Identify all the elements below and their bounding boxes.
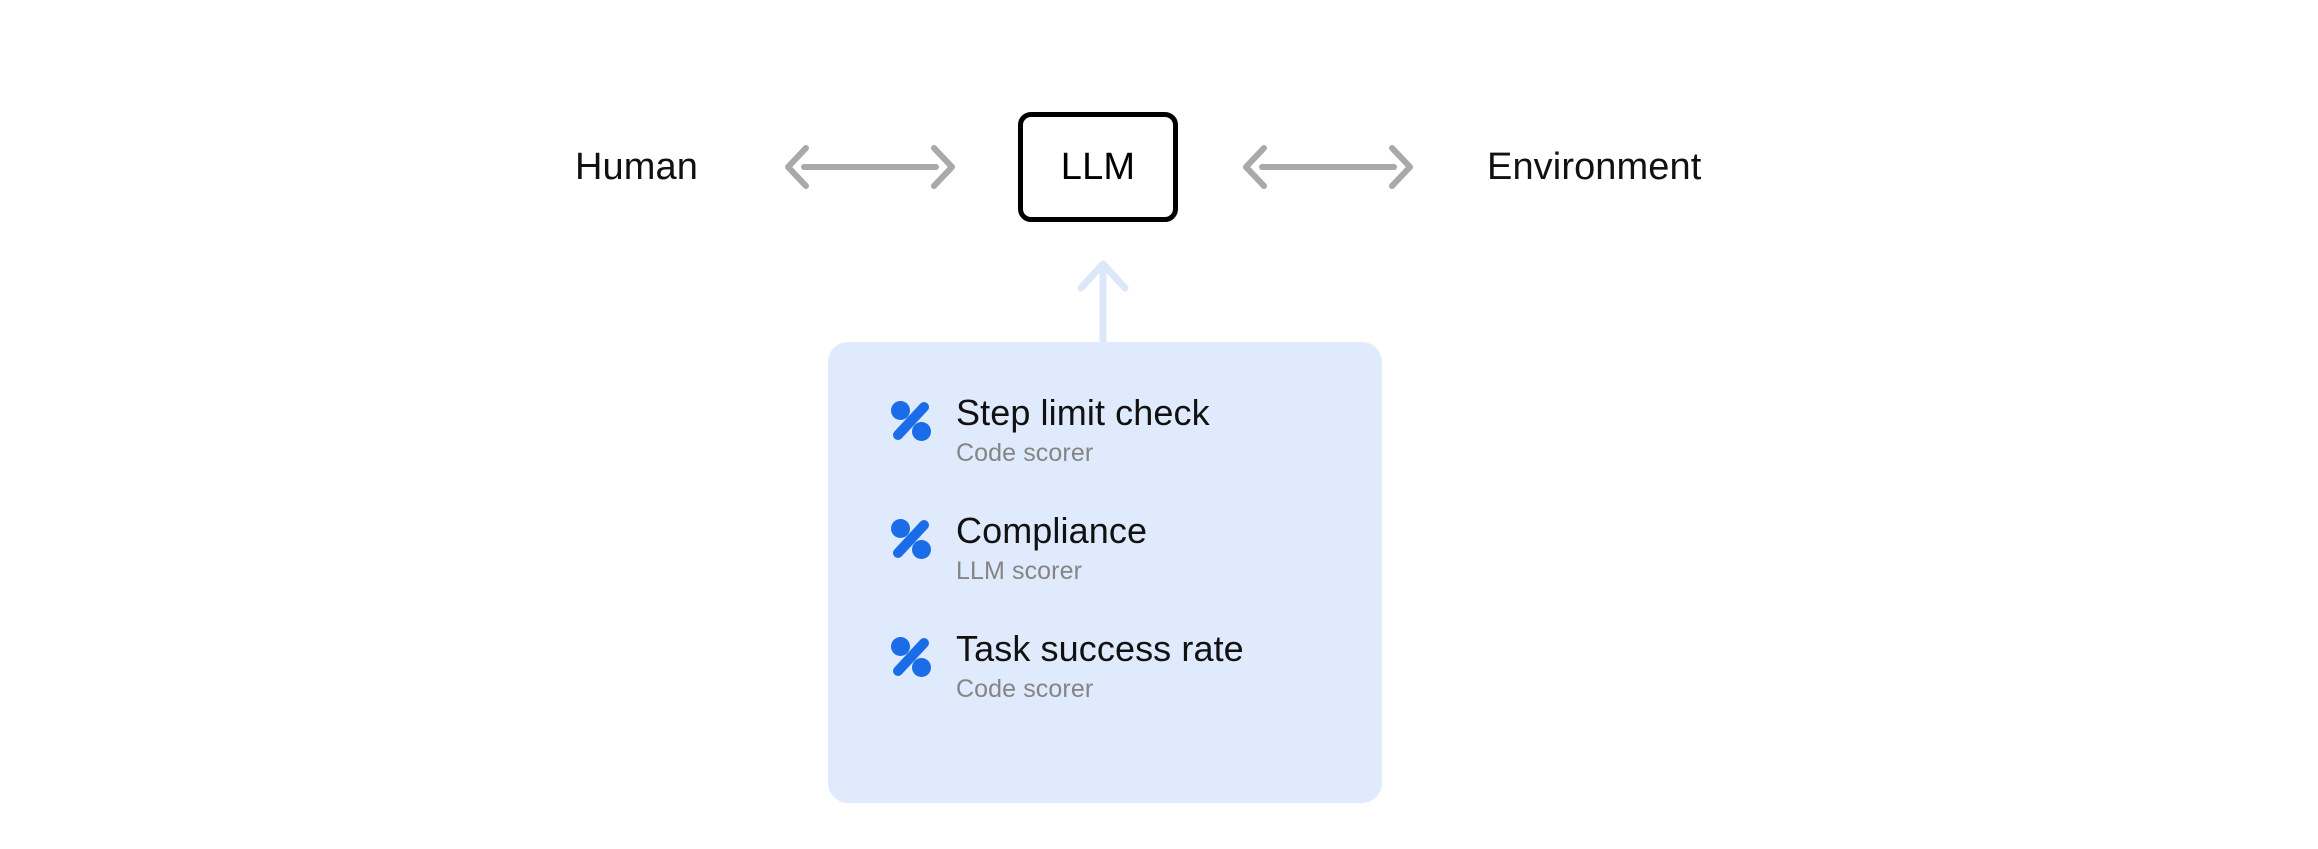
percent-icon [888, 634, 934, 680]
list-item[interactable]: Step limit check Code scorer [888, 392, 1382, 469]
llm-node-box: LLM [1018, 112, 1178, 222]
scorer-list: Step limit check Code scorer Compliance … [888, 392, 1382, 705]
human-llm-arrow [782, 112, 958, 222]
human-node-label: Human [575, 145, 698, 188]
scorer-title: Task success rate [956, 628, 1244, 669]
llm-node-label: LLM [1060, 145, 1136, 188]
scorer-title: Compliance [956, 510, 1148, 551]
percent-icon [888, 398, 934, 444]
list-item-text: Compliance LLM scorer [956, 510, 1147, 587]
llm-environment-arrow [1240, 112, 1416, 222]
scorer-subtitle: Code scorer [956, 439, 1094, 467]
scorer-title: Step limit check [956, 392, 1210, 433]
percent-icon [888, 516, 934, 562]
scorer-subtitle: Code scorer [956, 675, 1094, 703]
environment-node-label: Environment [1487, 145, 1702, 188]
scorer-panel: Step limit check Code scorer Compliance … [828, 342, 1382, 803]
list-item-text: Step limit check Code scorer [956, 392, 1210, 469]
list-item[interactable]: Compliance LLM scorer [888, 510, 1382, 587]
agent-loop-row: Human LLM Environment [0, 112, 2318, 222]
scorer-subtitle: LLM scorer [956, 557, 1083, 585]
scorer-to-llm-arrow [1075, 258, 1131, 350]
list-item-text: Task success rate Code scorer [956, 628, 1244, 705]
list-item[interactable]: Task success rate Code scorer [888, 628, 1382, 705]
